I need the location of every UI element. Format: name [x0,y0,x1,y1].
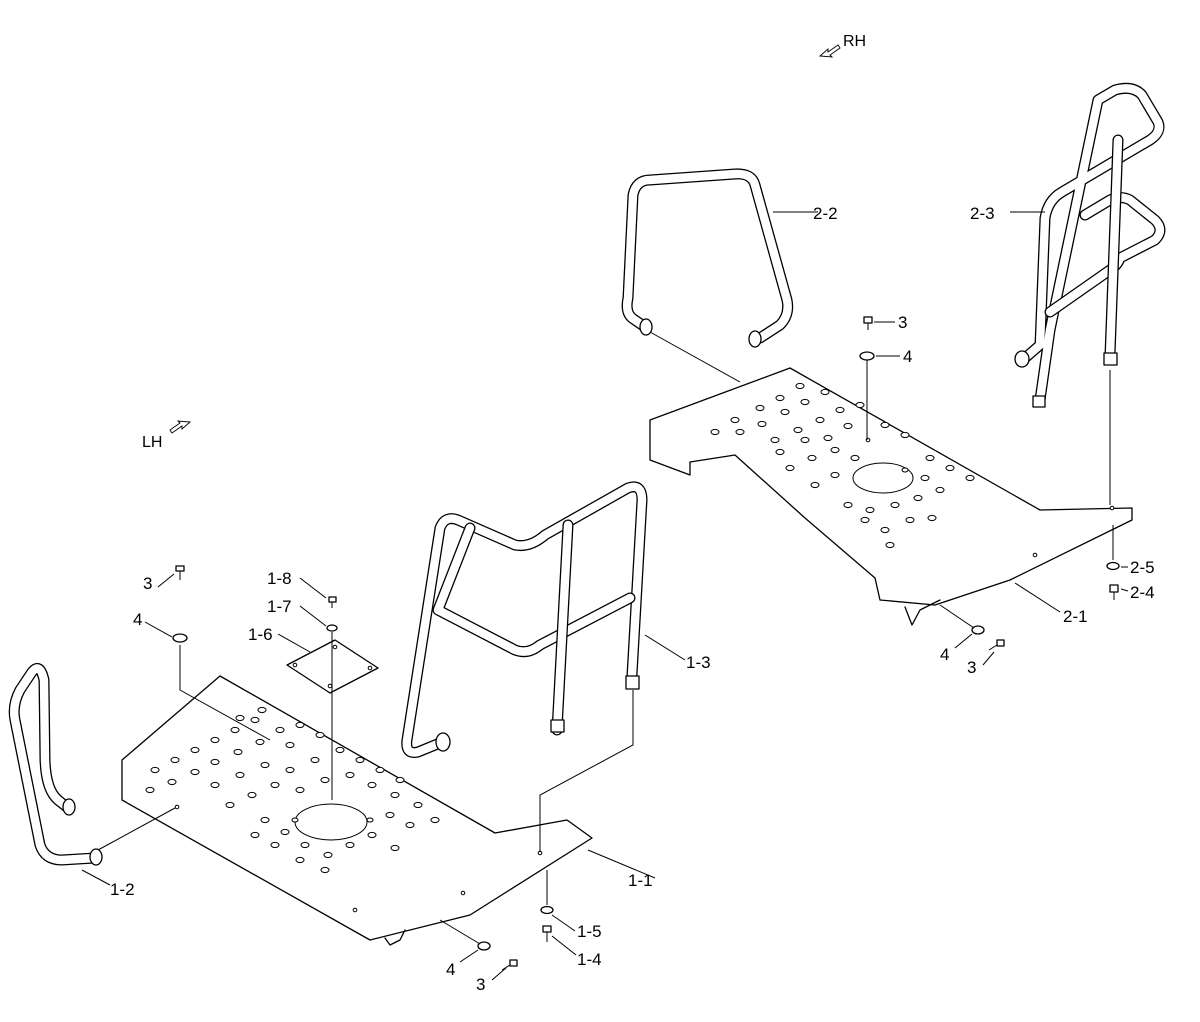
callout-1-7: 1-7 [267,597,292,616]
callout-3-rh-top: 3 [898,313,907,332]
fasteners [172,316,1120,971]
callout-1-8: 1-8 [267,569,292,588]
callout-2-1: 2-1 [1063,607,1088,626]
callout-1-3: 1-3 [686,653,711,672]
callout-3-lh-top: 3 [143,574,152,593]
callout-1-4: 1-4 [577,950,602,969]
bolt-icon [988,639,1005,651]
rh-label: RH [843,33,866,50]
callout-leaders [81,211,1129,981]
lh-rear-rail-1-3 [401,481,648,758]
callout-2-4: 2-4 [1130,583,1155,602]
callout-2-2: 2-2 [813,204,838,223]
rh-front-rail-2-2 [621,168,794,348]
bolt-icon [863,316,873,330]
callout-2-5: 2-5 [1130,558,1155,577]
bolt-icon [1109,584,1119,600]
lh-plate-holes [145,706,440,874]
callout-1-2: 1-2 [110,880,135,899]
callout-4-lh-top: 4 [133,610,142,629]
callout-2-3: 2-3 [970,204,995,223]
assembly-lines [97,331,1114,945]
callout-1-6: 1-6 [248,625,273,644]
lh-label: LH [142,434,162,451]
washer-icon [326,624,338,632]
rh-plate-holes [710,382,975,549]
callout-labels: 1-1 1-2 1-3 1-4 1-5 1-6 1-7 1-8 2-1 2-2 … [110,204,1155,994]
rh-rear-rail-2-3 [1014,82,1166,408]
screw-icon [328,596,337,603]
lh-front-rail-1-2 [8,663,103,866]
rh-step-plate [649,367,1133,626]
callout-3-lh-bottom: 3 [476,975,485,994]
lh-direction-arrow-icon [169,420,192,434]
lh-step-plate [121,675,593,946]
callout-4-rh-bottom: 4 [940,645,949,664]
callout-1-1: 1-1 [628,871,653,890]
bolt-icon [175,565,185,580]
callout-4-lh-bottom: 4 [446,960,455,979]
washer-icon [540,905,554,915]
washer-icon [172,633,188,643]
washer-icon [477,941,491,951]
callout-1-5: 1-5 [577,922,602,941]
callout-4-rh-top: 4 [903,347,912,366]
bolt-icon [501,959,518,971]
bolt-icon [542,925,552,942]
washer-icon [971,625,985,635]
rh-direction-arrow-icon [818,44,841,58]
callout-3-rh-bottom: 3 [967,658,976,677]
washer-icon [1106,561,1120,571]
washer-icon [859,351,875,361]
